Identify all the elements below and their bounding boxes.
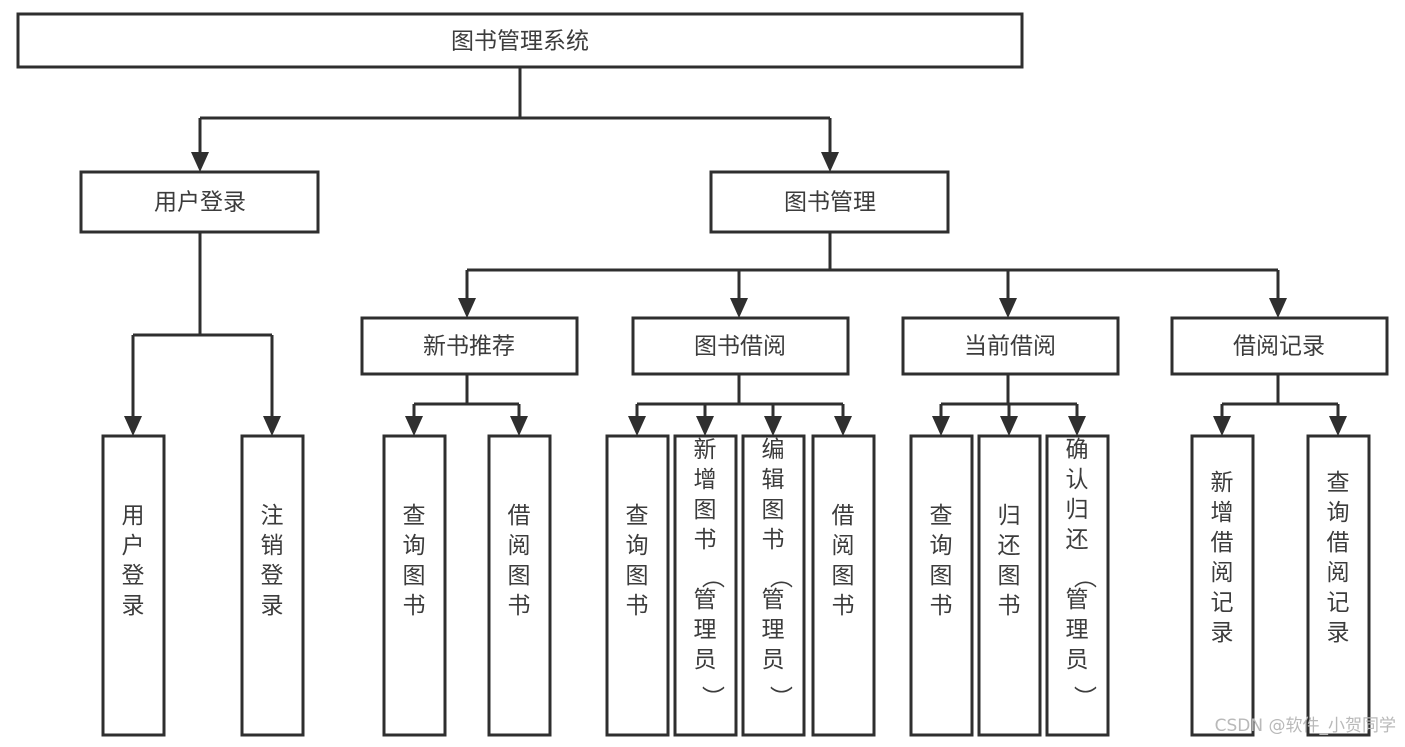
node-leaf-query-book-3[interactable]: 查询图书: [909, 434, 974, 737]
node-book-management-box[interactable]: [709, 170, 950, 234]
arrow-head-book-management: [821, 152, 839, 172]
arrow-head-leaf-query-book-3: [932, 416, 950, 436]
node-leaf-confirm-return[interactable]: 确认归还管理员 （ ）: [1045, 434, 1110, 737]
node-leaf-query-book-1-label: 查询图书: [403, 503, 426, 619]
svg-text:）: ）: [767, 686, 793, 709]
node-new-book-recommend[interactable]: 新书推荐: [360, 316, 579, 376]
node-leaf-edit-book[interactable]: 编辑图书管理员 （ ）: [741, 434, 806, 737]
svg-text:（: （: [1071, 566, 1097, 589]
arrow-head-borrow-record: [1269, 298, 1287, 318]
node-leaf-return-book-box[interactable]: [977, 434, 1042, 737]
node-leaf-query-book-3-box[interactable]: [909, 434, 974, 737]
arrow-head-leaf-confirm-return: [1068, 416, 1086, 436]
svg-text:）: ）: [699, 686, 725, 709]
arrow-head-current-borrow: [999, 298, 1017, 318]
arrow-head-user-login: [191, 152, 209, 172]
node-root[interactable]: 图书管理系统: [16, 12, 1024, 69]
node-book-borrow-label: 图书借阅: [694, 334, 786, 360]
svg-text:）: ）: [1071, 686, 1097, 709]
node-user-login[interactable]: 用户登录: [79, 170, 320, 234]
node-leaf-query-book-2-label: 查询图书: [626, 503, 649, 619]
node-leaf-confirm-return-label: 确认归还管理员: [1066, 437, 1089, 673]
arrow-head-leaf-return-book: [1000, 416, 1018, 436]
node-leaf-borrow-book-2-box[interactable]: [811, 434, 876, 737]
node-leaf-borrow-book-1[interactable]: 借阅图书: [487, 434, 552, 737]
node-leaf-add-book-label: 新增图书管理员: [694, 437, 717, 673]
node-leaf-user-logout[interactable]: 注销登录: [240, 434, 305, 737]
arrow-head-leaf-user-login: [124, 416, 142, 436]
node-leaf-user-login[interactable]: 用户登录: [101, 434, 166, 737]
node-leaf-confirm-return-box[interactable]: [1045, 434, 1110, 737]
svg-text:（: （: [767, 566, 793, 589]
arrow-head-leaf-query-book-2: [628, 416, 646, 436]
node-new-book-recommend-label: 新书推荐: [423, 334, 515, 360]
node-leaf-user-login-box[interactable]: [101, 434, 166, 737]
arrow-head-new-book-recommend: [458, 298, 476, 318]
arrow-head-leaf-edit-book: [764, 416, 782, 436]
node-leaf-query-book-1-box[interactable]: [382, 434, 447, 737]
node-borrow-record-label: 借阅记录: [1233, 334, 1325, 360]
node-leaf-borrow-book-2-label: 借阅图书: [832, 503, 855, 619]
arrow-head-book-borrow: [730, 298, 748, 318]
arrow-head-leaf-query-record: [1329, 416, 1347, 436]
csdn-watermark: CSDN @软件_小贺同学: [1215, 716, 1396, 736]
node-current-borrow-label: 当前借阅: [964, 334, 1056, 360]
node-current-borrow-box[interactable]: [901, 316, 1120, 376]
node-leaf-user-logout-label: 注销登录: [261, 503, 284, 619]
arrow-head-leaf-borrow-book-2: [834, 416, 852, 436]
node-book-management-label: 图书管理: [784, 190, 876, 216]
node-leaf-user-logout-box[interactable]: [240, 434, 305, 737]
node-leaf-return-book-label: 归还图书: [998, 503, 1021, 619]
node-borrow-record[interactable]: 借阅记录: [1170, 316, 1389, 376]
svg-text:（: （: [699, 566, 725, 589]
node-book-management[interactable]: 图书管理: [709, 170, 950, 234]
node-leaf-query-book-1[interactable]: 查询图书: [382, 434, 447, 737]
node-leaf-add-record-box[interactable]: [1190, 434, 1255, 737]
connector-layer: [124, 67, 1347, 436]
node-root-label: 图书管理系统: [451, 29, 589, 55]
node-leaf-borrow-book-1-box[interactable]: [487, 434, 552, 737]
node-leaf-query-record-label: 查询借阅记录: [1327, 470, 1350, 646]
node-current-borrow[interactable]: 当前借阅: [901, 316, 1120, 376]
node-leaf-return-book[interactable]: 归还图书: [977, 434, 1042, 737]
node-leaf-add-record-label: 新增借阅记录: [1211, 470, 1234, 646]
node-book-borrow[interactable]: 图书借阅: [631, 316, 850, 376]
node-user-login-box[interactable]: [79, 170, 320, 234]
node-leaf-user-login-label: 用户登录: [122, 503, 145, 619]
node-new-book-recommend-box[interactable]: [360, 316, 579, 376]
node-leaf-edit-book-box[interactable]: [741, 434, 806, 737]
node-borrow-record-box[interactable]: [1170, 316, 1389, 376]
node-leaf-query-book-3-label: 查询图书: [930, 503, 953, 619]
node-leaf-add-book[interactable]: 新增图书管理员 （ ）: [673, 434, 738, 737]
arrow-head-leaf-borrow-book-1: [510, 416, 528, 436]
node-book-borrow-box[interactable]: [631, 316, 850, 376]
node-leaf-borrow-book-1-label: 借阅图书: [508, 503, 531, 619]
node-leaf-borrow-book-2[interactable]: 借阅图书: [811, 434, 876, 737]
node-leaf-add-book-box[interactable]: [673, 434, 738, 737]
node-leaf-query-book-2[interactable]: 查询图书: [605, 434, 670, 737]
node-leaf-edit-book-label: 编辑图书管理员: [762, 437, 785, 673]
arrow-head-leaf-add-record: [1213, 416, 1231, 436]
node-leaf-query-book-2-box[interactable]: [605, 434, 670, 737]
node-user-login-label: 用户登录: [154, 190, 246, 216]
arrow-head-leaf-query-book-1: [405, 416, 423, 436]
arrow-head-leaf-add-book: [696, 416, 714, 436]
node-root-box[interactable]: [16, 12, 1024, 69]
node-leaf-query-record-box[interactable]: [1306, 434, 1371, 737]
arrow-head-leaf-user-logout: [263, 416, 281, 436]
node-leaf-add-record[interactable]: 新增借阅记录: [1190, 434, 1255, 737]
node-leaf-query-record[interactable]: 查询借阅记录: [1306, 434, 1371, 737]
